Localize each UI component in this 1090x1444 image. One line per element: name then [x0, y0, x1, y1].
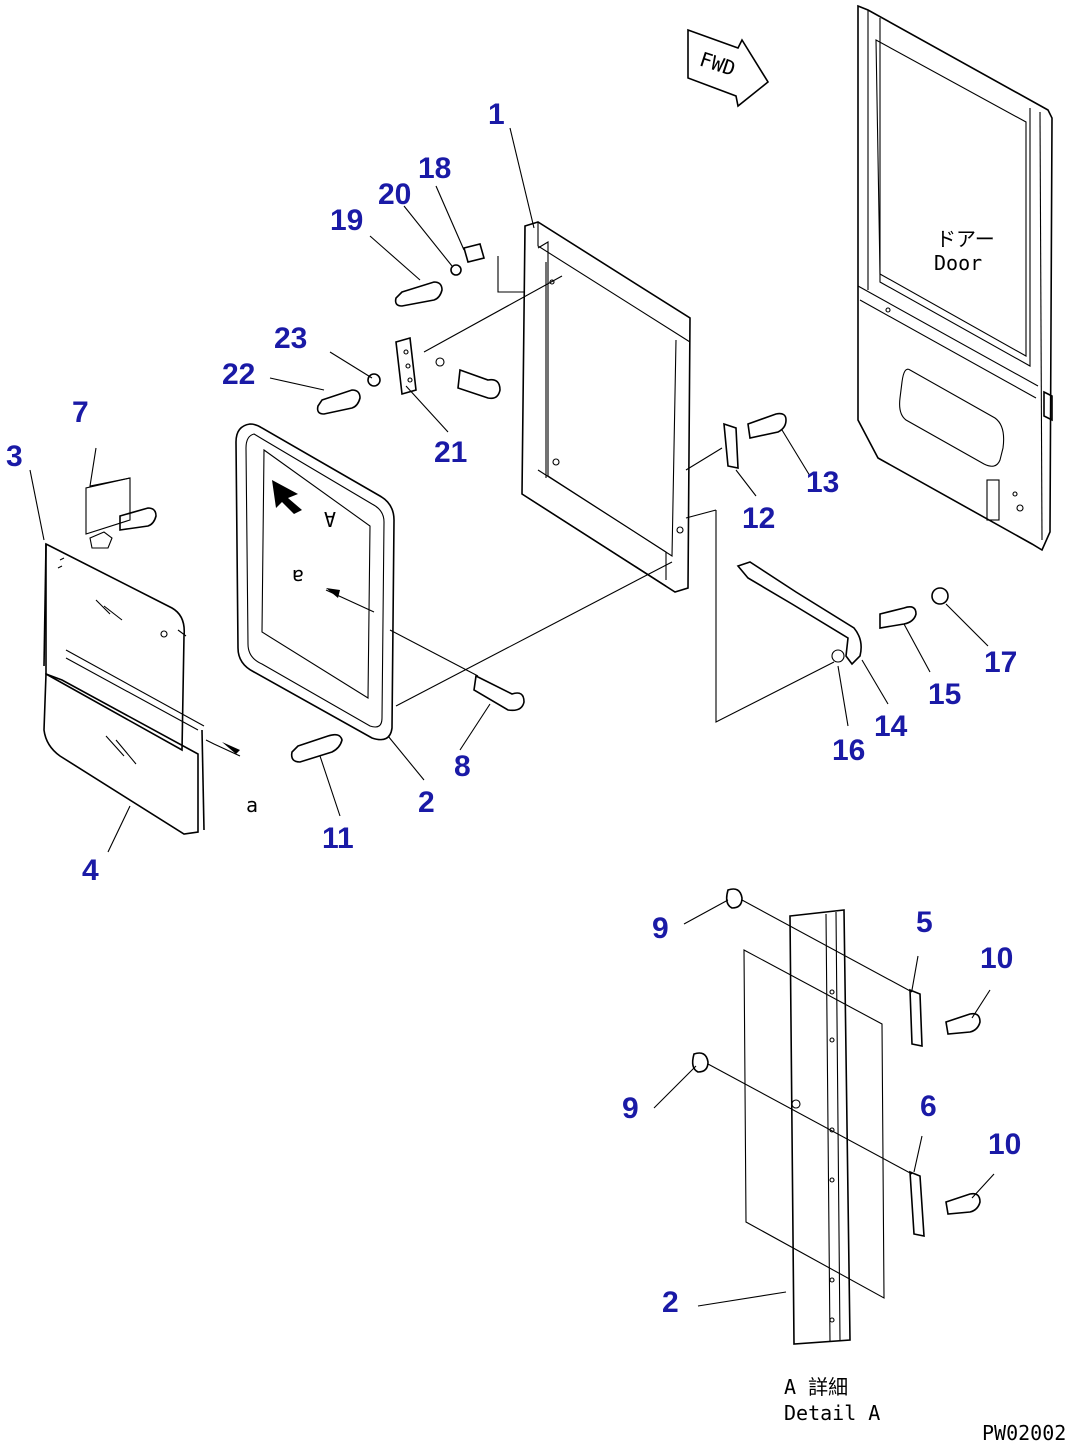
callout-20: 20 [378, 178, 411, 211]
detail-callout-10-top: 10 [980, 942, 1013, 975]
callout-14: 14 [874, 710, 908, 743]
window-frame-1 [521, 221, 691, 593]
detail-label-en: Detail A [784, 1401, 880, 1425]
callout-11: 11 [322, 822, 354, 855]
detail-callout-9-bottom: 9 [622, 1092, 639, 1125]
door-label-en: Door [934, 251, 982, 275]
handle-14 [736, 561, 862, 666]
callout-16: 16 [832, 734, 865, 767]
window-sash-2: A a [235, 423, 395, 741]
leader-line [715, 510, 835, 723]
callout-17: 17 [984, 646, 1017, 679]
nut-18 [463, 243, 485, 263]
callout-18: 18 [418, 152, 451, 185]
leader-line [395, 561, 673, 707]
view-arrow-label: A [324, 507, 336, 531]
leader-line [685, 447, 723, 471]
callout-23: 23 [274, 322, 307, 355]
callout-leaders [29, 127, 995, 1307]
door-label-jp: ドアー [936, 227, 995, 251]
leader-line [685, 509, 717, 519]
callout-12: 12 [742, 502, 775, 535]
callout-labels: 1 2 3 4 7 8 11 12 13 14 15 16 17 18 19 2… [6, 98, 1021, 1319]
leader-line [497, 256, 524, 293]
callout-13: 13 [806, 466, 839, 499]
bolt-15 [879, 606, 917, 629]
callout-8: 8 [454, 750, 471, 783]
hinge-21 [395, 336, 501, 400]
washer-20 [450, 264, 462, 276]
callout-3: 3 [6, 440, 23, 473]
detail-label-jp: A 詳細 [784, 1375, 848, 1399]
bracket-7 [85, 477, 157, 549]
washer-23 [367, 373, 381, 387]
drawing-code: PW02002 [982, 1421, 1066, 1444]
bolt-19 [394, 281, 443, 307]
leader-line [389, 629, 479, 677]
detail-a-drawing: A 詳細 Detail A [691, 888, 981, 1425]
bolt-22 [316, 389, 361, 415]
washer-16 [831, 649, 845, 663]
detail-callout-6: 6 [920, 1090, 937, 1123]
detail-callout-5: 5 [916, 906, 933, 939]
fwd-label: FWD [697, 47, 739, 81]
callout-4: 4 [82, 854, 99, 887]
callout-15: 15 [928, 678, 961, 711]
leader-line [423, 275, 563, 353]
door-panel: ドアー Door [857, 4, 1053, 552]
callout-21: 21 [434, 436, 467, 469]
callout-7: 7 [72, 396, 89, 429]
fwd-arrow: FWD [687, 28, 770, 108]
detail-callout-9-top: 9 [652, 912, 669, 945]
callout-19: 19 [330, 204, 363, 237]
detail-callout-10-bottom: 10 [988, 1128, 1021, 1161]
bolt-11 [290, 733, 343, 763]
detail-callout-2: 2 [662, 1286, 679, 1319]
section-label: a [246, 793, 258, 817]
cap-17 [931, 587, 949, 605]
callout-22: 22 [222, 358, 255, 391]
callout-1: 1 [488, 98, 505, 131]
bolt-8 [473, 674, 525, 712]
glass-assembly: a [43, 542, 258, 835]
latch-12 [723, 412, 787, 469]
section-label-rotated: a [292, 565, 304, 589]
callout-2: 2 [418, 786, 435, 819]
